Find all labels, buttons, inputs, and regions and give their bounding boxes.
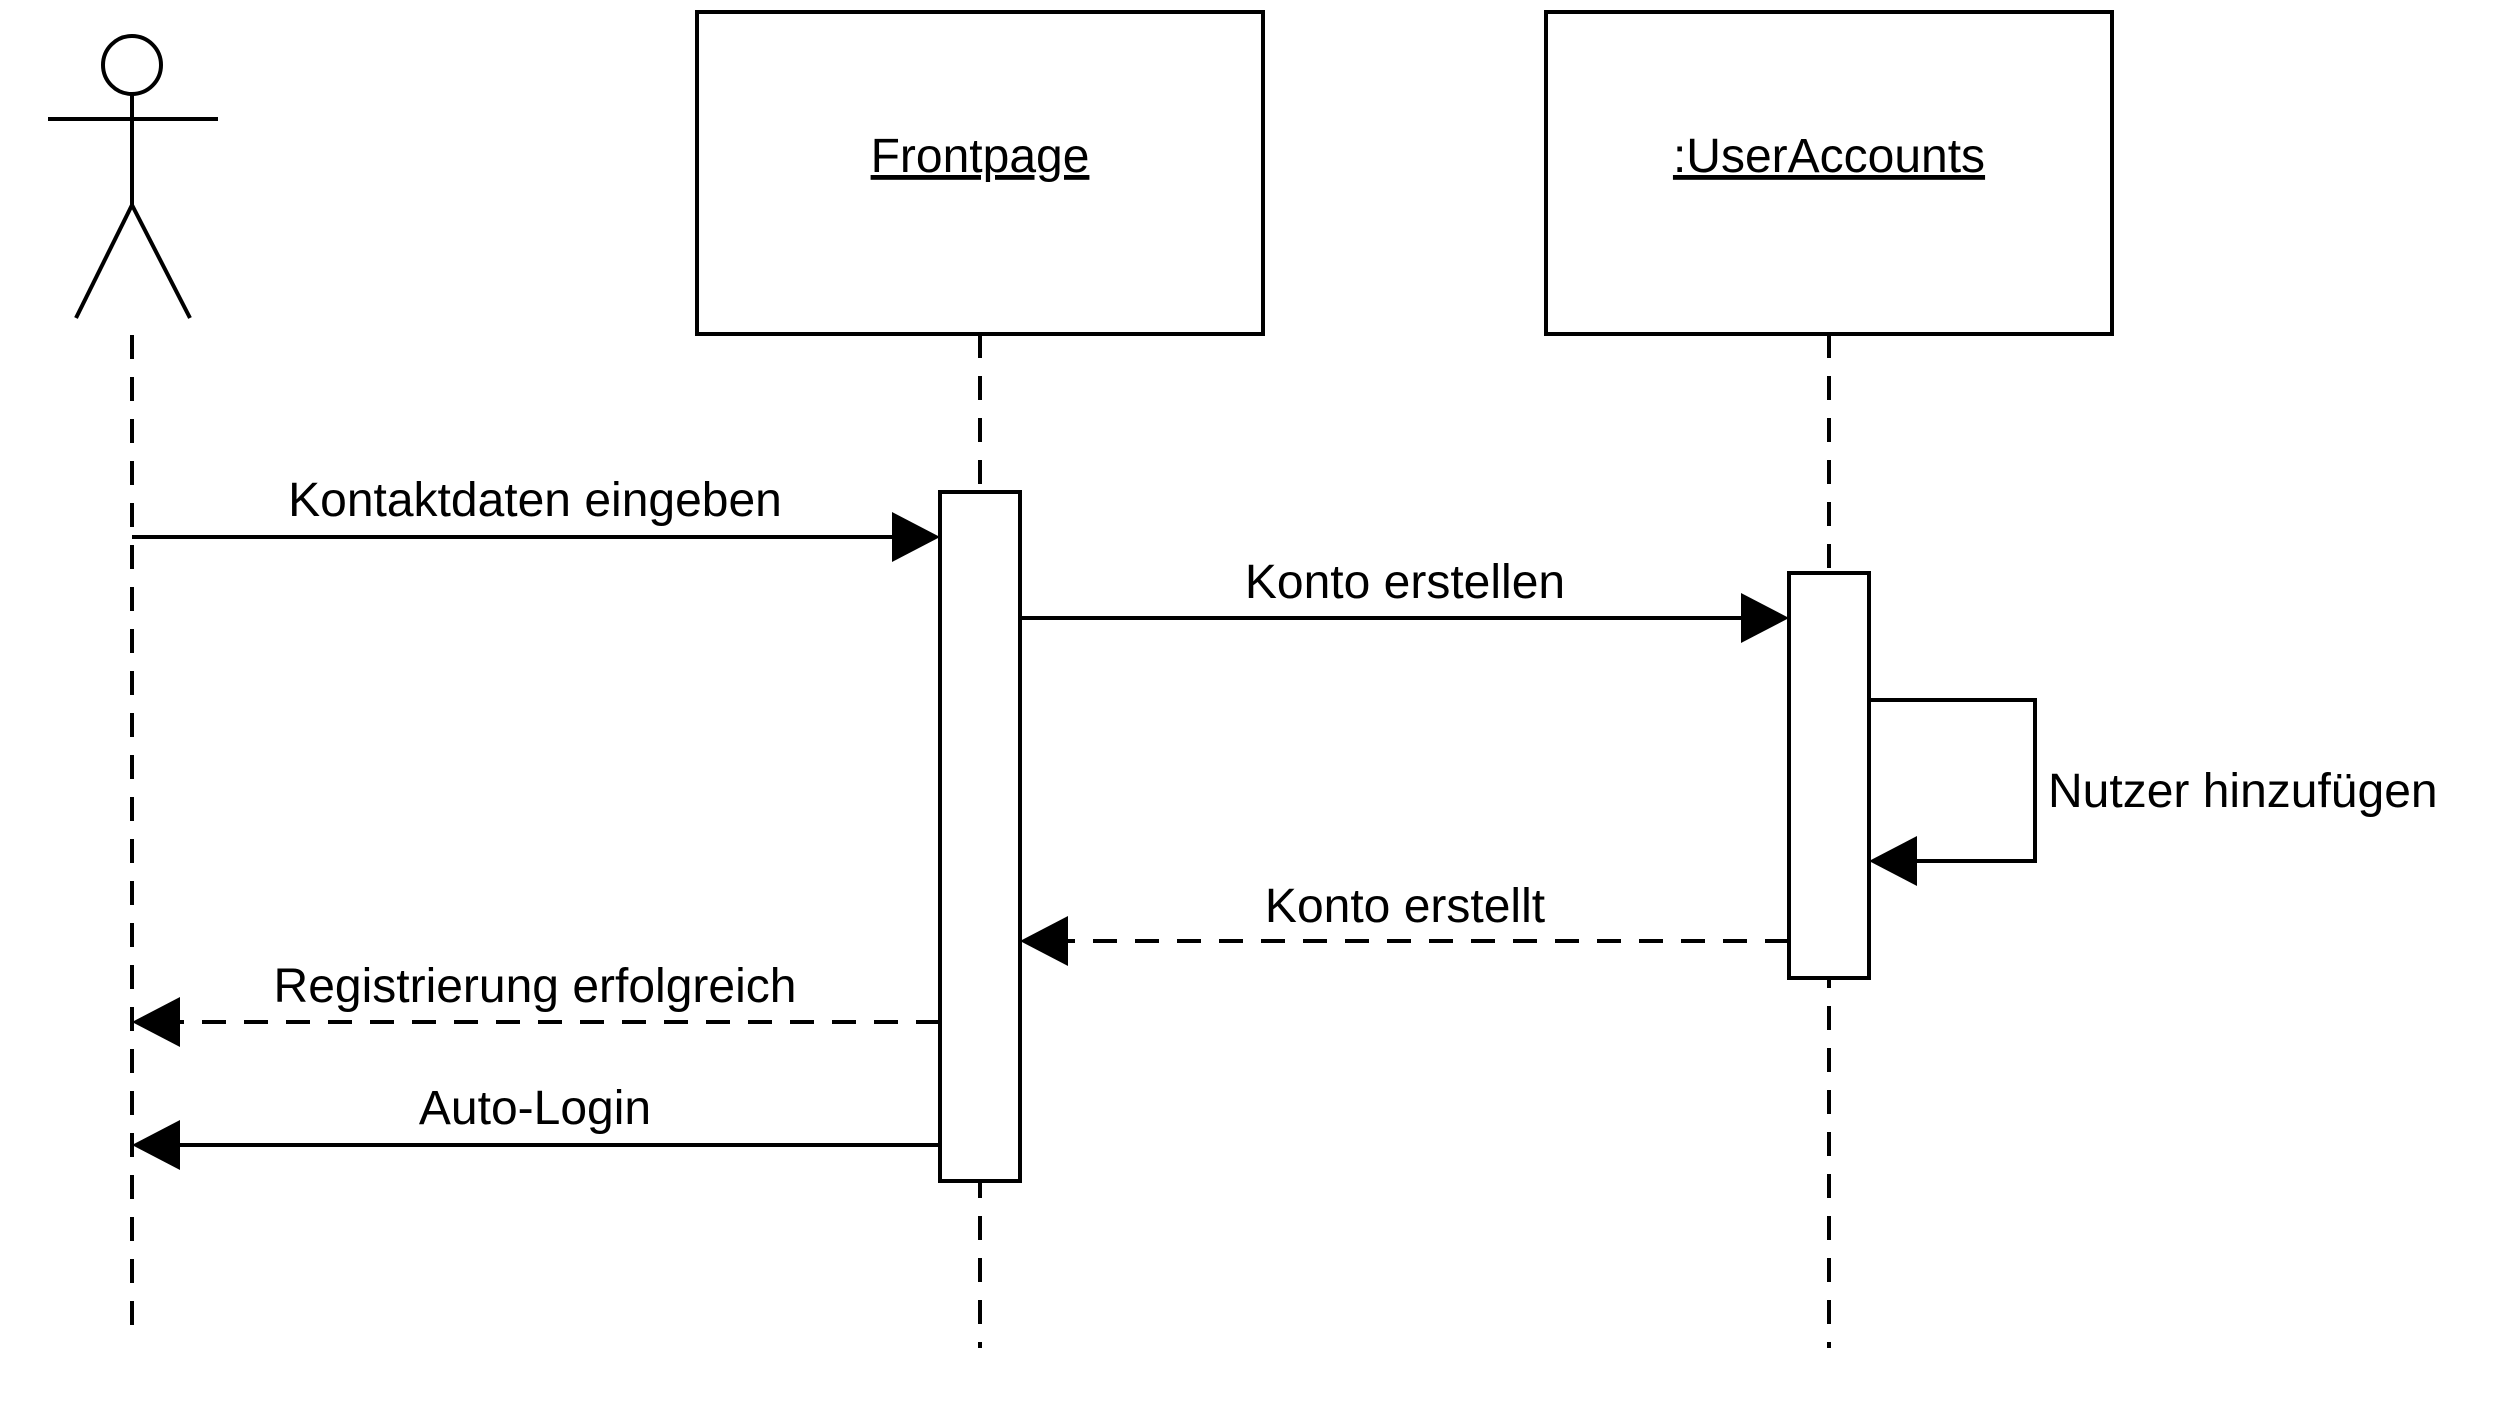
actor-icon [48, 34, 218, 319]
frontpage-box [695, 10, 1265, 336]
message-label: Registrierung erfolgreich [274, 960, 797, 1013]
message-label: Nutzer hinzufügen [2048, 765, 2438, 818]
user-accounts-box [1544, 10, 2114, 336]
message-konto-erstellt: Konto erstellt [1020, 880, 1789, 966]
message-label: Kontaktdaten eingeben [288, 474, 782, 527]
arrowhead-left-icon [1869, 836, 1917, 886]
arrowhead-left-icon [132, 997, 180, 1047]
user-accounts-title: :UserAccounts [1673, 130, 1985, 183]
message-kontaktdaten-eingeben: Kontaktdaten eingeben [132, 474, 940, 562]
message-label: Auto-Login [419, 1082, 651, 1135]
user-accounts-participant: :UserAccounts [1544, 10, 2114, 1348]
frontpage-activation-bar [938, 490, 1022, 1183]
arrowhead-left-icon [132, 1120, 180, 1170]
arrowhead-left-icon [1020, 916, 1068, 966]
actor-participant [48, 34, 218, 1330]
message-nutzer-hinzufuegen: Nutzer hinzufügen [1869, 698, 2438, 886]
user-accounts-activation-bar [1787, 571, 1871, 980]
message-auto-login: Auto-Login [132, 1082, 940, 1170]
message-label: Konto erstellt [1265, 880, 1545, 933]
arrowhead-right-icon [892, 512, 940, 562]
arrowhead-right-icon [1741, 593, 1789, 643]
message-label: Konto erstellen [1245, 556, 1565, 609]
message-registrierung-erfolgreich: Registrierung erfolgreich [132, 960, 940, 1047]
message-konto-erstellen: Konto erstellen [1020, 556, 1789, 643]
frontpage-title: Frontpage [871, 130, 1090, 183]
